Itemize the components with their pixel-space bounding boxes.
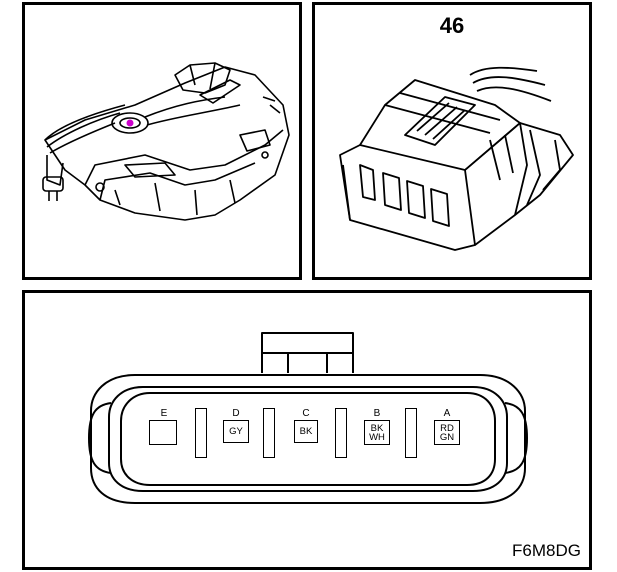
keying-slot [263,408,275,458]
pin-d-letter: D [232,408,240,419]
pin-a-wire-color: RD GN [439,422,455,443]
pin-b-wire-color: BK WH [369,422,385,443]
pin-c-letter: C [302,408,310,419]
pin-d-cavity: GY [223,420,249,443]
connector-number: 46 [439,13,465,38]
connector-face-outline [88,332,528,504]
fuel-tank-illustration [42,62,290,221]
pin-d-wire-color: GY [229,426,243,437]
pin-e-cavity [149,420,177,445]
connector-isometric-panel: 46 [312,2,592,280]
keying-slot [335,408,347,458]
pin-b-letter: B [373,408,381,419]
component-location-panel [22,2,302,280]
pin-a-letter: A [443,408,451,419]
connector-location-highlight [126,119,134,127]
pin-c-wire-color: BK [299,426,313,437]
pin-b-cavity: BK WH [364,420,390,445]
connector-illustration [339,66,574,251]
pin-a-cavity: RD GN [434,420,460,445]
document-code: F6M8DG [512,541,581,560]
pin-c-cavity: BK [294,420,318,443]
pin-e-letter: E [160,408,168,419]
keying-slot [405,408,417,458]
connector-face-panel: E D GY C BK B BK WH A RD GN F6M8DG [22,290,592,570]
keying-slot [195,408,207,458]
